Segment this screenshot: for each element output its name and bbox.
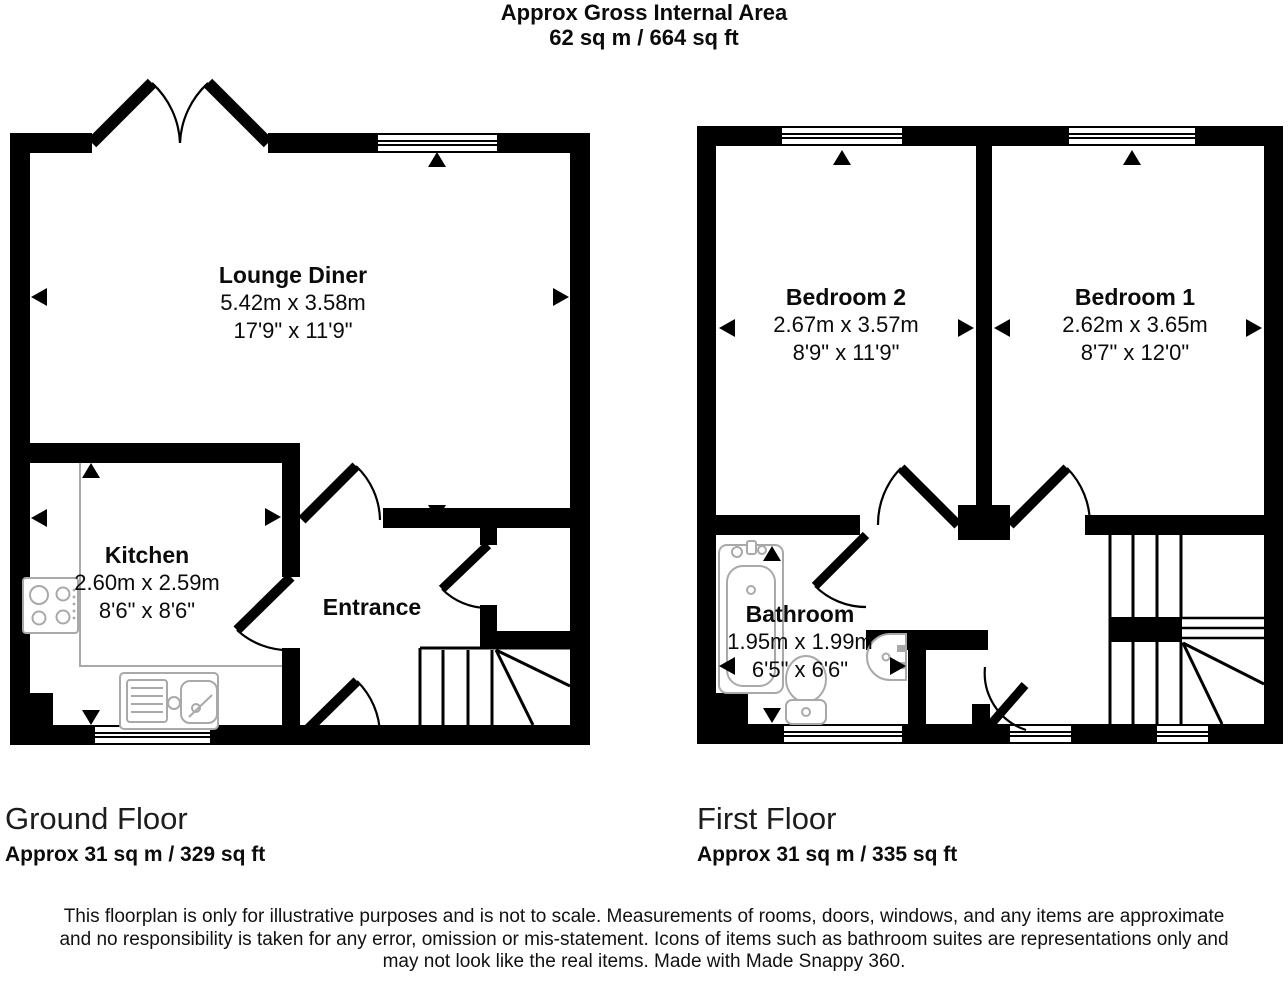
kitchen-sink-icon — [119, 672, 219, 730]
kitchen-arrow-up-icon — [82, 463, 100, 478]
lounge-window — [378, 133, 497, 153]
room-dimensions-metric: 5.42m x 3.58m — [220, 290, 366, 315]
room-name: Entrance — [322, 594, 422, 620]
bedroom1-arrow-up-icon — [1123, 150, 1141, 165]
stairwell-window — [1157, 724, 1208, 744]
bedroom1-arrow-left-icon — [994, 319, 1010, 337]
kitchen-door-icon — [233, 573, 295, 652]
ground-floor-walls — [10, 133, 590, 745]
room-dimensions-imperial: 8'6" x 8'6" — [98, 598, 196, 623]
hob-icon — [22, 577, 79, 634]
bedroom1-door-icon — [1006, 464, 1092, 529]
bedroom2-arrow-left-icon — [719, 319, 735, 337]
bedroom1-window — [1069, 126, 1195, 146]
room-name: Kitchen — [104, 542, 190, 568]
ground-floor-stairs-icon — [418, 646, 577, 726]
room-label-lounge: Lounge Diner 5.42m x 3.58m 17'9" x 11'9" — [219, 261, 367, 345]
bedroom2-window — [782, 126, 902, 146]
ground-floor-plan — [10, 78, 590, 745]
room-label-bedroom1: Bedroom 1 2.62m x 3.65m 8'7" x 12'0" — [1062, 283, 1208, 367]
bathroom-arrow-right-icon — [890, 657, 906, 675]
gross-internal-area-value: 62 sq m / 664 sq ft — [549, 25, 739, 50]
basin-icon — [866, 633, 907, 681]
room-dimensions-imperial: 8'9" x 11'9" — [792, 340, 900, 365]
floor-title: First Floor — [697, 801, 837, 836]
dimension-arrows-ground-floor — [31, 152, 569, 725]
bathroom-window — [784, 724, 902, 744]
lounge-arrow-left-icon — [31, 288, 47, 306]
room-name: Lounge Diner — [218, 262, 368, 288]
room-dimensions-metric: 2.60m x 2.59m — [74, 570, 220, 595]
lounge-arrow-up-icon — [428, 152, 446, 167]
kitchen-arrow-left-icon — [31, 509, 47, 527]
bathroom-arrow-left-icon — [719, 657, 735, 675]
floor-area: Approx 31 sq m / 335 sq ft — [697, 843, 958, 866]
room-label-bedroom2: Bedroom 2 2.67m x 3.57m 8'9" x 11'9" — [773, 283, 919, 367]
kitchen-arrow-right-icon — [265, 508, 281, 526]
first-floor-title-block: First Floor Approx 31 sq m / 335 sq ft — [697, 800, 957, 867]
room-name: Bathroom — [745, 601, 855, 627]
ground-floor-title-block: Ground Floor Approx 31 sq m / 329 sq ft — [5, 800, 265, 867]
kitchen-counter-outline — [79, 463, 282, 667]
room-name: Bedroom 2 — [785, 284, 907, 310]
toilet-icon — [785, 655, 827, 725]
first-floor-plan — [697, 126, 1283, 744]
bathroom-arrow-up-icon — [763, 546, 781, 561]
disclaimer-text: This floorplan is only for illustrative … — [59, 906, 1229, 972]
front-door-icon — [298, 677, 382, 739]
room-dimensions-metric: 2.62m x 3.65m — [1062, 312, 1208, 337]
bedroom2-arrow-right-icon — [958, 319, 974, 337]
room-name: Bedroom 1 — [1074, 284, 1196, 310]
lounge-arrow-right-icon — [553, 288, 569, 306]
cupboard-door-icon — [438, 541, 492, 610]
kitchen-arrow-down-icon — [82, 710, 100, 725]
gross-internal-area-title: Approx Gross Internal Area — [500, 0, 788, 25]
lounge-arrow-down-icon — [428, 505, 446, 520]
room-dimensions-imperial: 8'7" x 12'0" — [1080, 340, 1190, 365]
landing-window — [1010, 724, 1071, 744]
first-floor-stairs-icon — [1108, 535, 1265, 725]
lounge-door-icon — [298, 462, 382, 524]
room-label-kitchen: Kitchen 2.60m x 2.59m 8'6" x 8'6" — [74, 541, 220, 625]
bedroom2-door-icon — [876, 464, 962, 529]
room-dimensions-metric: 1.95m x 1.99m — [727, 629, 873, 654]
bathroom-door-icon — [811, 531, 870, 609]
bedroom1-arrow-right-icon — [1246, 319, 1262, 337]
room-label-entrance: Entrance — [323, 593, 421, 621]
floor-area: Approx 31 sq m / 329 sq ft — [5, 843, 266, 866]
room-dimensions-imperial: 6'5" x 6'6" — [751, 657, 849, 682]
page-header: Approx Gross Internal Area 62 sq m / 664… — [0, 0, 1288, 50]
dimension-arrows-first-floor — [719, 150, 1262, 723]
room-dimensions-imperial: 17'9" x 11'9" — [233, 318, 353, 343]
bedroom2-arrow-up-icon — [833, 150, 851, 165]
floor-title: Ground Floor — [5, 801, 188, 836]
room-label-bathroom: Bathroom 1.95m x 1.99m 6'5" x 6'6" — [727, 600, 873, 684]
room-dimensions-metric: 2.67m x 3.57m — [773, 312, 919, 337]
bathtub-icon — [718, 540, 784, 694]
bathroom-arrow-down-icon — [763, 708, 781, 723]
french-doors-icon — [87, 78, 273, 148]
landing-cupboard-door-icon — [981, 666, 1029, 734]
